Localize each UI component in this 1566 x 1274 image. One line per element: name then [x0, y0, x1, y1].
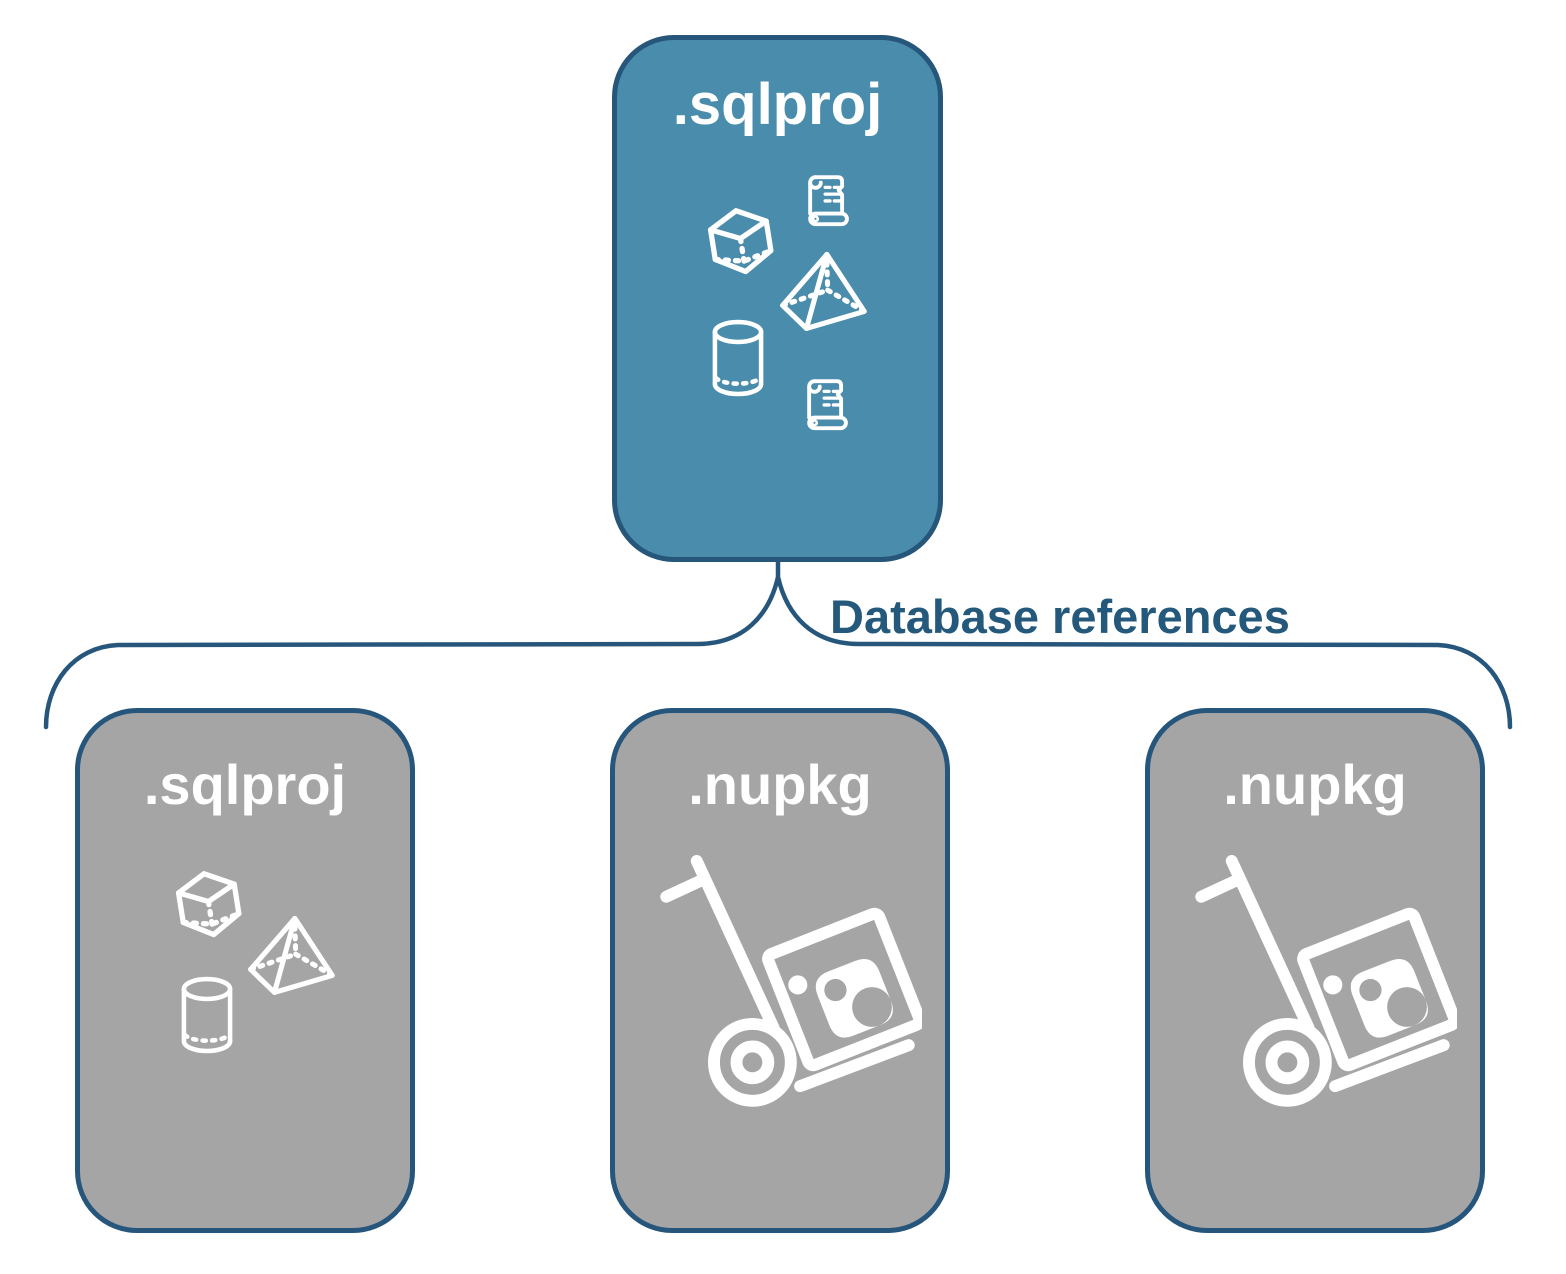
cylinder-icon: [174, 975, 240, 1061]
child-box-nupkg-2: .nupkg: [1145, 708, 1485, 1233]
pyramid-icon: [243, 910, 345, 1000]
pyramid-icon: [775, 246, 877, 336]
child-box-title: .nupkg: [688, 753, 872, 816]
hand-truck-icon: [657, 853, 922, 1118]
cube-icon: [165, 861, 253, 949]
cube-icon: [697, 198, 785, 286]
cylinder-icon: [705, 318, 771, 404]
root-box-sqlproj: .sqlproj: [612, 35, 943, 562]
scroll-icon: [798, 372, 860, 434]
connector-label: Database references: [830, 590, 1290, 643]
child-box-title: .nupkg: [1223, 753, 1407, 816]
child-box-sqlproj: .sqlproj: [75, 708, 415, 1233]
child-box-nupkg-1: .nupkg: [610, 708, 950, 1233]
scroll-icon: [799, 168, 861, 230]
root-box-title: .sqlproj: [672, 72, 883, 137]
child-box-title: .sqlproj: [143, 753, 347, 816]
hand-truck-icon: [1192, 853, 1457, 1118]
brace-path: [43, 555, 1513, 730]
